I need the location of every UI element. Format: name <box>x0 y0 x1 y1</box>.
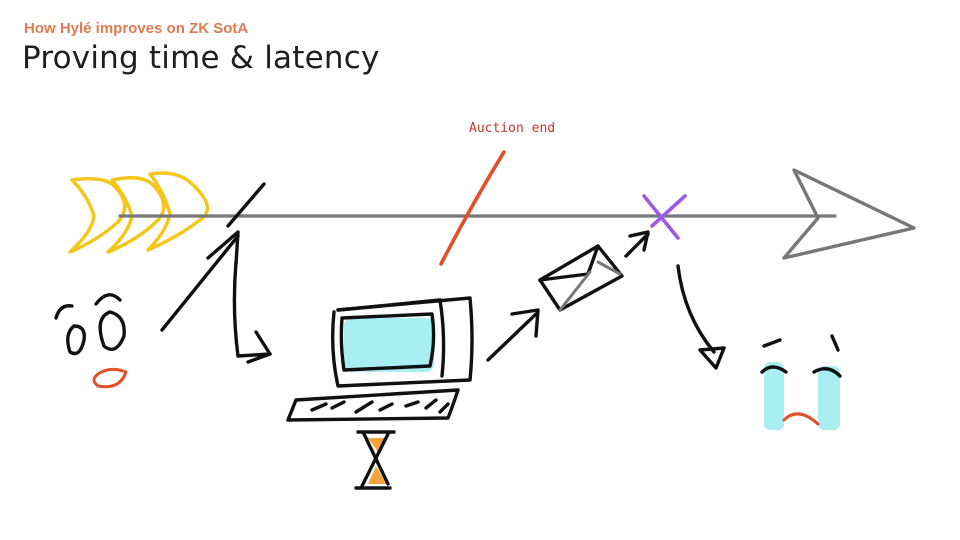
happy-mouth <box>92 367 128 389</box>
submit-arrow <box>624 230 650 258</box>
auction-end-label: Auction end <box>469 121 556 136</box>
dispatch-arrow <box>232 260 272 364</box>
proof-envelope-icon <box>538 244 624 312</box>
timeline-arrow <box>68 168 916 260</box>
user-sad-face <box>760 334 842 430</box>
user-happy-face <box>54 293 128 389</box>
hourglass-icon <box>354 430 396 490</box>
tear-right <box>818 366 840 430</box>
auction-end-marker <box>439 150 506 266</box>
slide-subtitle: How Hylé improves on ZK SotA <box>24 20 249 37</box>
request-arrow <box>160 230 240 332</box>
tear-left <box>764 362 784 430</box>
sad-mouth <box>782 412 820 426</box>
arrowhead <box>782 168 916 260</box>
request-tick <box>226 182 266 228</box>
slide-title: Proving time & latency <box>22 40 380 76</box>
prover-computer-icon <box>286 296 474 422</box>
proof-arrow <box>486 308 540 362</box>
missed-deadline-marker <box>642 194 687 240</box>
result-arrow <box>676 264 726 370</box>
arrow-fletching <box>68 171 210 254</box>
computer-screen <box>344 318 434 372</box>
